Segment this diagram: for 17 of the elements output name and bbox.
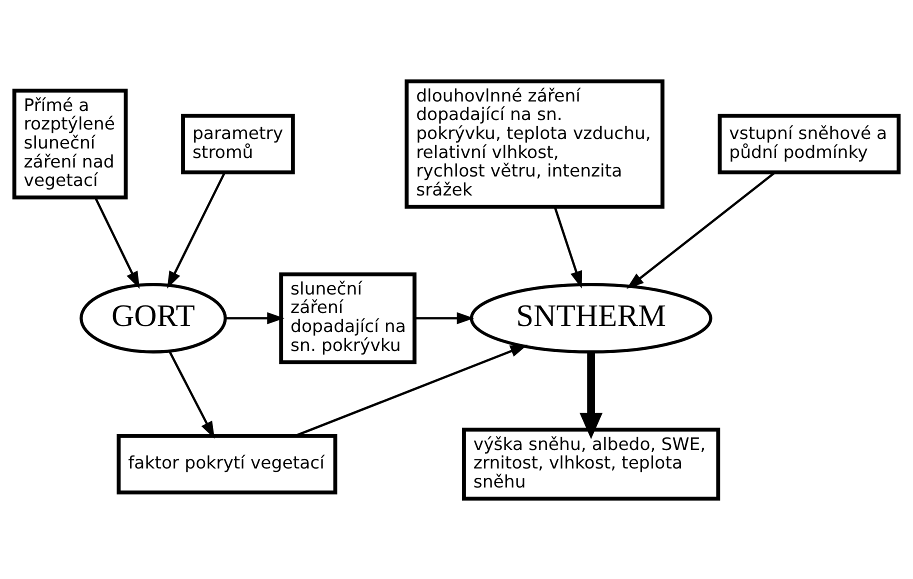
arrow (414, 312, 474, 324)
node-box: faktor pokrytí vegetací (116, 433, 338, 494)
arrow (168, 350, 215, 438)
node-box: parametry stromů (181, 113, 295, 174)
arrow (294, 344, 528, 436)
arrow (94, 196, 140, 288)
arrow (554, 206, 582, 288)
node-box: výška sněhu, albedo, SWE, zrnitost, vlhkost, teplota sněhu (462, 427, 720, 500)
node-box: sluneční záření dopadající na sn. pokrývku (279, 272, 416, 364)
node-ellipse: SNTHERM (470, 282, 712, 353)
node-box: dlouhovlnné záření dopadající na sn. pokrývku, teplota vzduchu, relativní vlhkost, rychlost větru, intenzita srážek (404, 78, 664, 208)
node-ellipse: GORT (80, 282, 227, 353)
arrow (167, 171, 226, 288)
node-box: Přímé a rozptýlené sluneční záření nad vegetací (12, 88, 128, 199)
arrow (225, 312, 284, 324)
node-box: vstupní sněhové a půdní podmínky (718, 113, 901, 174)
arrow (580, 352, 603, 439)
